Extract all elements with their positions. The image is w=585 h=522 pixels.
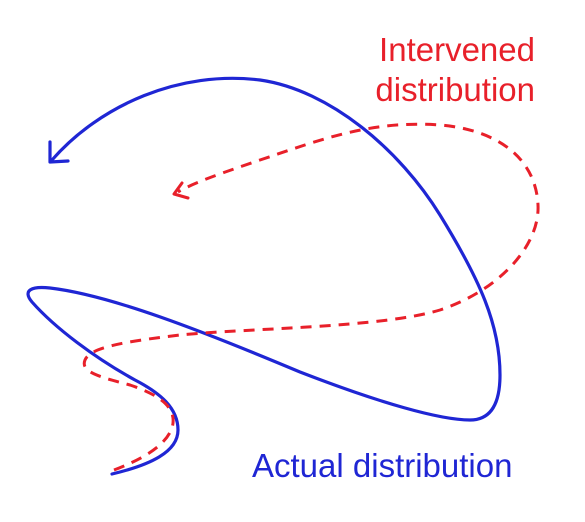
intervened-arrowhead	[172, 181, 190, 200]
intervened-label-line-2: distribution	[375, 71, 535, 108]
intervened-distribution-curve	[82, 122, 540, 472]
actual-distribution-path	[26, 76, 502, 476]
intervened-label-line-1: Intervened	[379, 31, 535, 68]
intervened-distribution-label: Intervened distribution	[375, 30, 535, 110]
actual-arrowhead	[48, 140, 70, 164]
actual-distribution-label: Actual distribution	[252, 447, 513, 484]
actual-distribution-curve	[26, 76, 502, 476]
intervened-distribution-path	[82, 122, 540, 472]
